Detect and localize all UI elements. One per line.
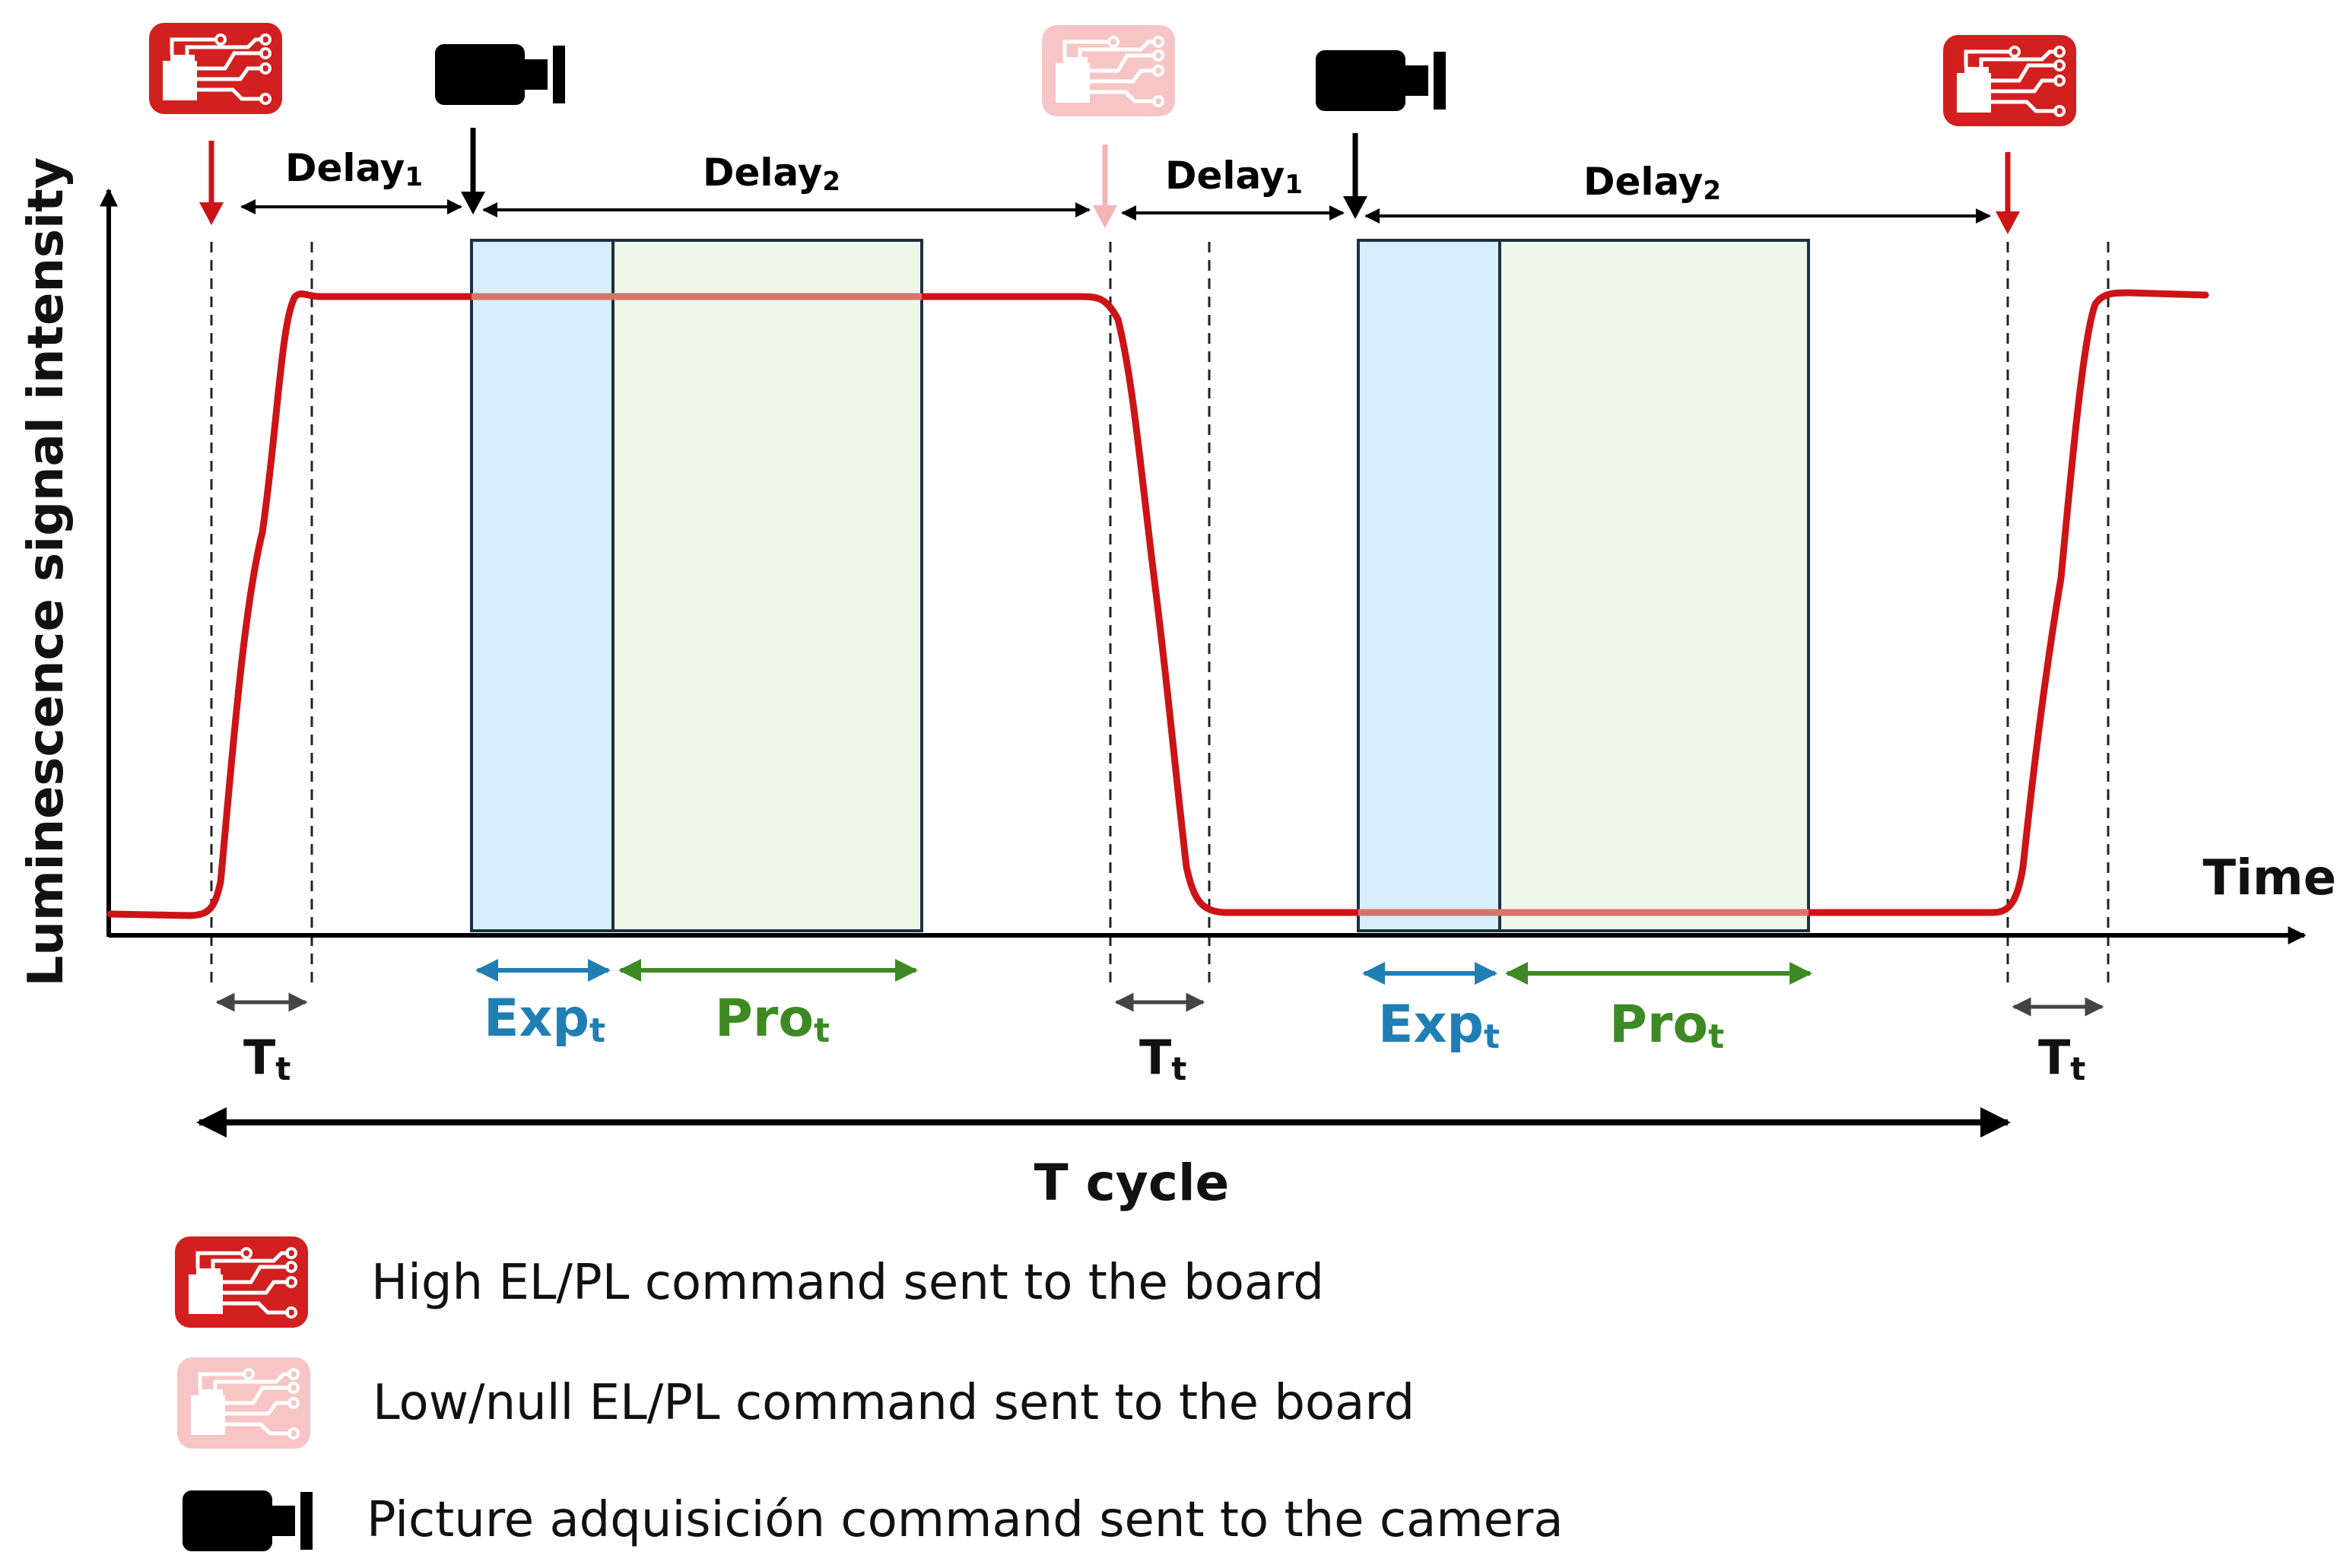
exposure-window-2 (1357, 239, 1501, 932)
legend: High EL/PL command sent to the board Low… (175, 1236, 1564, 1551)
delay1-label: Delay1 (285, 146, 423, 192)
circuit-board-icon (1042, 25, 1175, 116)
delay2-label: Delay2 (703, 151, 840, 197)
delay2-label: Delay2 (1583, 160, 1721, 206)
processing-window-2 (1498, 239, 1810, 932)
delay1-label: Delay1 (1165, 154, 1303, 200)
luminescence-signal-curve (106, 289, 2209, 919)
circuit-board-icon (1943, 35, 2076, 126)
circuit-board-icon (175, 1236, 308, 1328)
camera-icon (435, 44, 565, 105)
transition-time-label: Tt (243, 1030, 291, 1087)
camera-icon (183, 1490, 313, 1551)
y-axis-label: Luminescence signal intensity (18, 157, 75, 987)
cycle-time-label: T cycle (1034, 1154, 1230, 1212)
circuit-board-icon (149, 23, 282, 114)
exposure-time-label: Expt (484, 989, 605, 1050)
processing-time-label: Prot (715, 989, 830, 1050)
transition-time-label: Tt (2038, 1030, 2085, 1087)
exposure-window-1 (470, 239, 614, 932)
x-axis-label: Time (2202, 850, 2336, 906)
processing-time-label: Prot (1609, 995, 1724, 1056)
legend-high-label: High EL/PL command sent to the board (371, 1255, 1324, 1311)
exposure-time-label: Expt (1378, 995, 1500, 1056)
processing-window-1 (611, 239, 923, 932)
camera-icon (1316, 50, 1446, 111)
dashed-markers (210, 242, 2110, 989)
circuit-board-icon (177, 1357, 310, 1449)
legend-low-label: Low/null EL/PL command sent to the board (373, 1375, 1415, 1431)
transition-time-label: Tt (1139, 1030, 1186, 1087)
legend-camera-label: Picture adquisición command sent to the … (367, 1492, 1564, 1548)
